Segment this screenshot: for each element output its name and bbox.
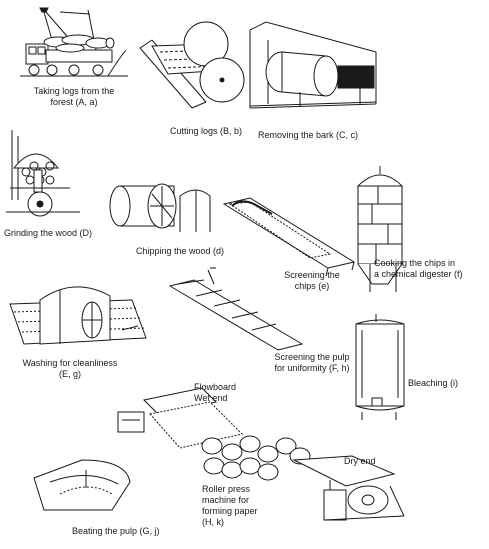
label-line: Bleaching (i) [408, 378, 459, 388]
step-label-grinding: Grinding the wood (D) [4, 228, 92, 239]
label-line: Chipping the wood (d) [136, 246, 225, 256]
label-line: Cutting logs (B, b) [170, 126, 243, 136]
chipper-illustration [109, 183, 211, 232]
step-label-taking-logs: Taking logs from the forest (A, a) [20, 86, 128, 108]
step-label-flowboard: Flowboard Wet end [194, 382, 236, 404]
label-line: Removing the bark (C, c) [258, 130, 359, 140]
label-line: for uniformity (F, h) [274, 363, 350, 373]
step-label-removing-bark: Removing the bark (C, c) [258, 130, 358, 141]
beater-illustration [33, 459, 131, 511]
log-saw-illustration [139, 21, 245, 109]
label-line: Taking logs from the [33, 86, 115, 96]
label-line: Grinding the wood (D) [4, 228, 93, 238]
debarker-illustration [249, 21, 377, 109]
step-label-beating: Beating the pulp (G, j) [72, 526, 160, 537]
step-label-washing: Washing for cleanliness (E, g) [18, 358, 122, 380]
label-line: a chemical digester (f) [374, 269, 463, 279]
step-label-bleaching: Bleaching (i) [408, 378, 458, 389]
label-line: Wet end [194, 393, 228, 403]
label-line: forming paper [202, 506, 258, 516]
step-label-roller-press: Roller press machine for forming paper (… [202, 484, 258, 528]
label-line: chips (e) [294, 281, 330, 291]
label-line: machine for [202, 495, 250, 505]
washer-illustration [9, 286, 147, 345]
pulp-screen-illustration [168, 267, 304, 351]
label-line: Dry end [344, 456, 376, 466]
step-label-cutting-logs: Cutting logs (B, b) [170, 126, 242, 137]
step-label-chipping: Chipping the wood (d) [136, 246, 224, 257]
step-label-dry-end: Dry end [344, 456, 376, 467]
step-label-screening-pulp: Screening the pulp for uniformity (F, h) [264, 352, 360, 374]
label-line: Cooking the chips in [374, 258, 456, 268]
bleaching-tank-illustration [355, 314, 405, 420]
logging-truck-illustration [20, 7, 128, 77]
step-label-screening-chips: Screening the chips (e) [282, 270, 342, 292]
label-line: (H, k) [202, 517, 224, 527]
grinder-illustration [6, 130, 80, 217]
digester-illustration [356, 166, 404, 292]
label-line: Flowboard [194, 382, 237, 392]
label-line: forest (A, a) [50, 97, 98, 107]
paper-machine-illustration [117, 387, 405, 521]
label-line: (E, g) [58, 369, 81, 379]
label-line: Screening the [284, 270, 340, 280]
label-line: Screening the pulp [274, 352, 350, 362]
step-label-cooking: Cooking the chips in a chemical digester… [374, 258, 463, 280]
chip-screen-illustration [222, 197, 356, 277]
label-line: Beating the pulp (G, j) [72, 526, 160, 536]
label-line: Roller press [202, 484, 251, 494]
label-line: Washing for cleanliness [22, 358, 118, 368]
